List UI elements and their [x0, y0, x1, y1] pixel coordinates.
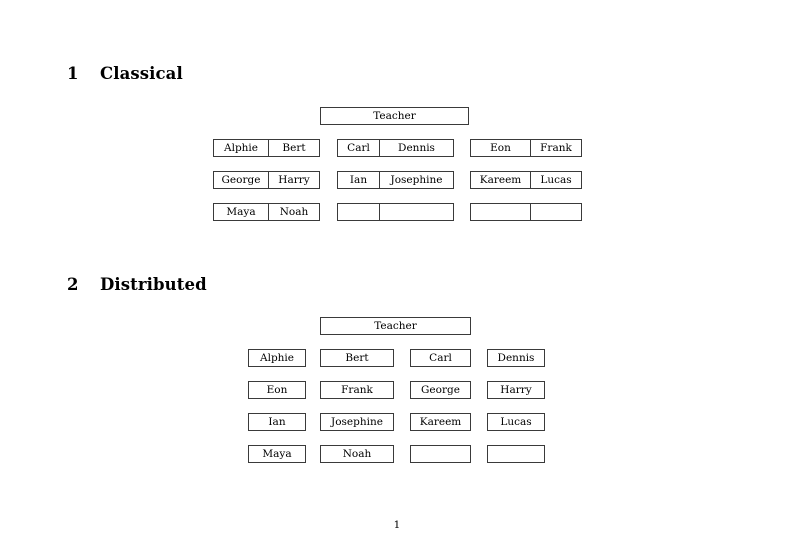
distributed-cell[interactable]: Frank — [320, 381, 394, 399]
cell[interactable]: Carl — [347, 142, 370, 154]
cell[interactable]: Lucas — [530, 172, 581, 188]
distributed-cell[interactable]: Eon — [248, 381, 306, 399]
section-title: Classical — [100, 64, 183, 83]
teacher-box-classical[interactable]: Teacher — [320, 107, 469, 125]
section-number: 1 — [67, 64, 79, 83]
cell[interactable]: Ian — [349, 174, 368, 186]
classical-group-2-row-2[interactable]: Ian Josephine — [337, 171, 454, 189]
cell-empty[interactable] — [530, 204, 581, 220]
classical-group-3-row-2[interactable]: Kareem Lucas — [470, 171, 582, 189]
cell-empty[interactable] — [379, 204, 453, 220]
cell[interactable]: Dennis — [379, 140, 453, 156]
cell[interactable]: Noah — [268, 204, 319, 220]
cell[interactable]: Kareem — [479, 174, 522, 186]
cell[interactable]: George — [221, 174, 261, 186]
section-heading-distributed: 2 Distributed — [67, 275, 207, 294]
cell-empty[interactable] — [338, 204, 379, 220]
distributed-cell[interactable]: Noah — [320, 445, 394, 463]
distributed-cell[interactable]: Carl — [410, 349, 471, 367]
distributed-cell[interactable]: Alphie — [248, 349, 306, 367]
classical-group-3-row-3[interactable] — [470, 203, 582, 221]
distributed-cell-empty[interactable] — [487, 445, 545, 463]
cell[interactable]: Bert — [268, 140, 319, 156]
cell[interactable]: Maya — [226, 206, 256, 218]
distributed-cell[interactable]: Bert — [320, 349, 394, 367]
page-number: 1 — [393, 519, 401, 531]
cell[interactable]: Josephine — [379, 172, 453, 188]
classical-group-1-row-2[interactable]: George Harry — [213, 171, 320, 189]
section-number: 2 — [67, 275, 79, 294]
cell[interactable]: Eon — [490, 142, 511, 154]
classical-group-1-row-3[interactable]: Maya Noah — [213, 203, 320, 221]
cell[interactable]: Harry — [268, 172, 319, 188]
distributed-cell[interactable]: Harry — [487, 381, 545, 399]
distributed-cell[interactable]: George — [410, 381, 471, 399]
cell-empty[interactable] — [471, 204, 530, 220]
teacher-box-distributed[interactable]: Teacher — [320, 317, 471, 335]
distributed-cell[interactable]: Ian — [248, 413, 306, 431]
cell[interactable]: Alphie — [224, 142, 258, 154]
section-heading-classical: 1 Classical — [67, 64, 183, 83]
distributed-cell-empty[interactable] — [410, 445, 471, 463]
distributed-cell[interactable]: Josephine — [320, 413, 394, 431]
classical-group-2-row-3[interactable] — [337, 203, 454, 221]
distributed-cell[interactable]: Maya — [248, 445, 306, 463]
distributed-cell[interactable]: Lucas — [487, 413, 545, 431]
classical-group-1-row-1[interactable]: Alphie Bert — [213, 139, 320, 157]
classical-group-3-row-1[interactable]: Eon Frank — [470, 139, 582, 157]
cell[interactable]: Frank — [530, 140, 581, 156]
distributed-cell[interactable]: Dennis — [487, 349, 545, 367]
distributed-cell[interactable]: Kareem — [410, 413, 471, 431]
classical-group-2-row-1[interactable]: Carl Dennis — [337, 139, 454, 157]
section-title: Distributed — [100, 275, 207, 294]
